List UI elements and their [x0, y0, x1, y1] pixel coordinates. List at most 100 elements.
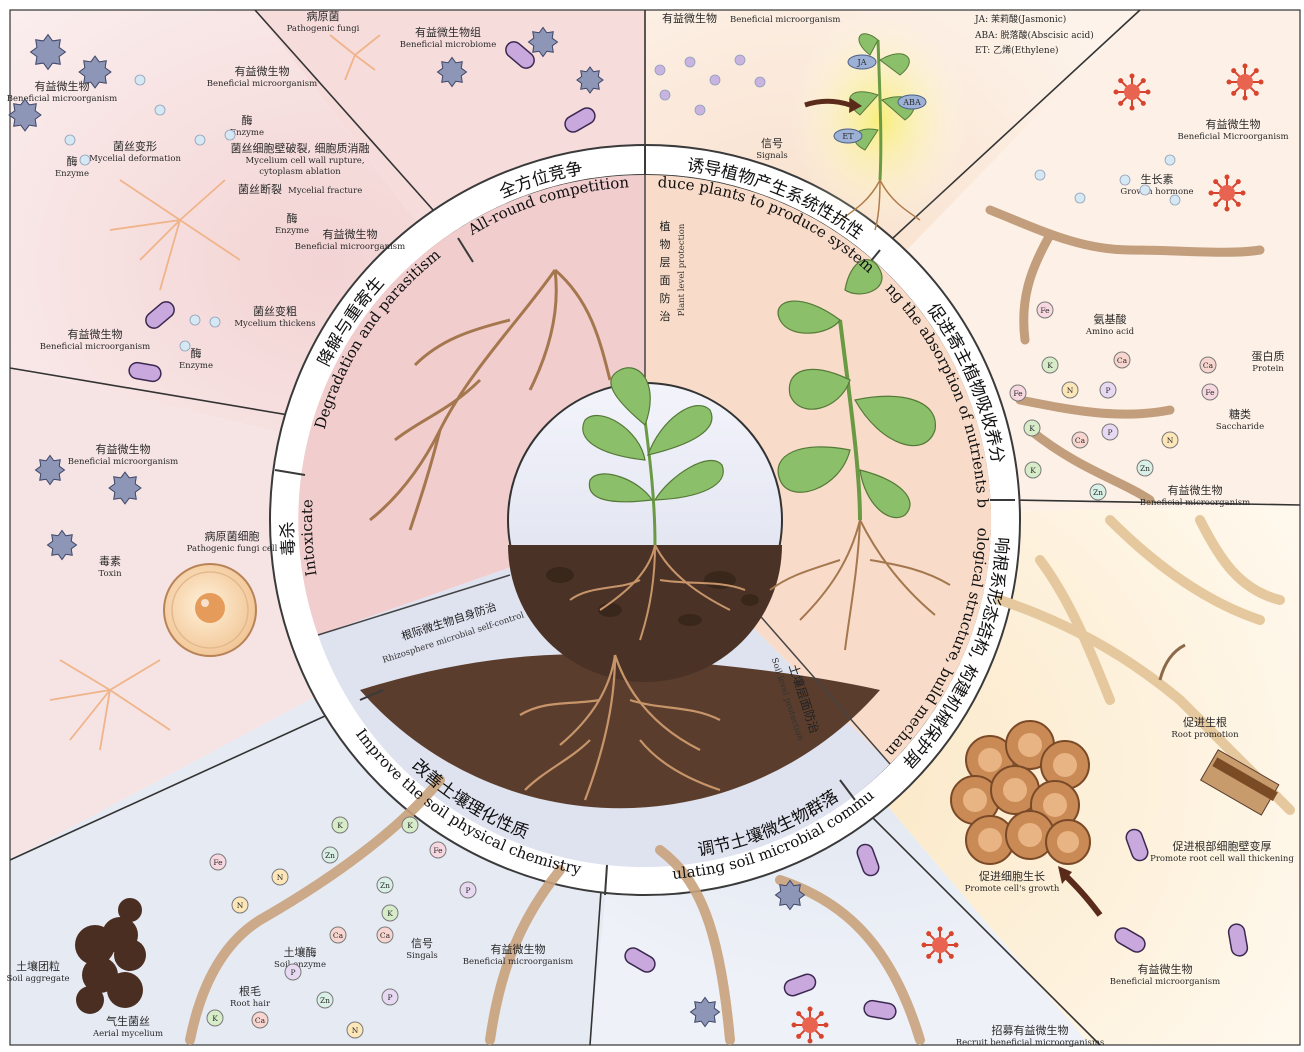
ion-fe: Fe — [1010, 385, 1026, 401]
svg-text:N: N — [352, 1026, 359, 1035]
label-enzyme-3-en: Enzyme — [275, 226, 309, 236]
svg-text:P: P — [1107, 428, 1112, 437]
particle-dot — [65, 135, 75, 145]
label-enzyme-4-en: Enzyme — [179, 361, 213, 371]
ion-zn: Zn — [1090, 484, 1106, 500]
svg-text:Fe: Fe — [1205, 388, 1215, 397]
ion-ca: Ca — [1200, 357, 1216, 373]
pathogen-microbe-icon — [776, 881, 805, 910]
label-enzyme-1-en: Enzyme — [55, 169, 89, 179]
central-ring — [270, 145, 1020, 895]
label-mycelium-thickens-cn: 菌丝变粗 — [253, 304, 297, 318]
label-bm-3-cn: 有益微生物 — [323, 227, 378, 241]
label-fracture-cn: 菌丝断裂 — [238, 182, 282, 196]
svg-text:Ca: Ca — [1075, 436, 1086, 445]
label-bm-nutrient-2-cn: 有益微生物 — [1168, 483, 1223, 497]
particle-dot — [1075, 193, 1085, 203]
plant-level-char: 层 — [660, 256, 671, 269]
label-rupture-en2: cytoplasm ablation — [259, 167, 341, 177]
svg-text:Zn: Zn — [380, 881, 390, 890]
label-enzyme-1-cn: 酶 — [67, 155, 78, 168]
label-bm-2-cn: 有益微生物 — [235, 64, 290, 78]
virus-icon — [1209, 175, 1246, 212]
particle-dot — [180, 341, 190, 351]
ion-k: K — [1042, 357, 1058, 373]
plant-level-char: 面 — [660, 274, 671, 287]
svg-text:ABA: ABA — [902, 98, 921, 107]
label-bm-3-en: Beneficial microorganism — [295, 242, 405, 252]
ion-zn: Zn — [322, 847, 338, 863]
svg-text:Zn: Zn — [1093, 488, 1103, 497]
label-bm-nutrient-cn: 有益微生物 — [1206, 117, 1261, 131]
hormone-badge-ja: JA — [848, 55, 876, 69]
label-toxin-cn: 毒素 — [99, 555, 121, 568]
ion-p: P — [1100, 382, 1116, 398]
particle-dot — [695, 105, 705, 115]
label-enzyme-4-cn: 酶 — [191, 347, 202, 360]
ion-n: N — [1062, 382, 1078, 398]
svg-text:Fe: Fe — [1040, 306, 1050, 315]
label-singals-en: Singals — [406, 951, 438, 961]
virus-icon — [1114, 74, 1151, 111]
label-soil-aggregate-cn: 土壤团粒 — [16, 959, 60, 973]
pathogen-microbe-icon — [577, 67, 603, 93]
particle-dot — [195, 135, 205, 145]
particle-dot — [190, 315, 200, 325]
ion-n: N — [347, 1022, 363, 1038]
svg-text:ET: ET — [842, 132, 854, 141]
legend-aba: ABA: 脱落酸(Abscisic acid) — [974, 29, 1094, 41]
particle-dot — [655, 65, 665, 75]
label-cell-wall-cn: 促进根部细胞壁变厚 — [1173, 839, 1272, 853]
label-pathogen-cell-cn: 病原菌细胞 — [205, 529, 260, 543]
ion-ca: Ca — [377, 927, 393, 943]
label-bm-4-en: Beneficial microorganism — [40, 342, 150, 352]
plant-level-char: 治 — [660, 309, 671, 323]
svg-text:Zn: Zn — [320, 996, 330, 1005]
particle-dot — [685, 57, 695, 67]
svg-text:Zn: Zn — [1140, 464, 1150, 473]
particle-dot — [1165, 155, 1175, 165]
label-enzyme-3-cn: 酶 — [287, 212, 298, 225]
svg-text:K: K — [212, 1014, 218, 1023]
particle-dot — [735, 55, 745, 65]
ion-k: K — [332, 817, 348, 833]
label-beneficial-microbiome-cn: 有益微生物组 — [415, 25, 481, 39]
label-bm-root-cn: 有益微生物 — [1138, 962, 1193, 976]
svg-text:Fe: Fe — [213, 858, 223, 867]
ion-k: K — [207, 1010, 223, 1026]
particle-dot — [80, 155, 90, 165]
ion-p: P — [1102, 424, 1118, 440]
ion-ca: Ca — [1072, 432, 1088, 448]
legend-ja: JA: 茉莉酸(Jasmonic) — [974, 13, 1066, 25]
svg-text:P: P — [465, 886, 470, 895]
label-pathogen-cell-en: Pathogenic fungi cell — [187, 544, 278, 554]
plant-level-char: 防 — [660, 291, 671, 305]
svg-text:P: P — [290, 968, 295, 977]
pathogen-microbe-icon — [691, 998, 720, 1027]
label-cell-growth-cn: 促进细胞生长 — [979, 869, 1045, 883]
label-rupture-en1: Mycelium cell wall rupture, — [245, 156, 364, 166]
label-pathogen-fungi-en: Pathogenic fungi — [287, 24, 360, 34]
pathogen-microbe-icon — [529, 28, 558, 57]
svg-text:Ca: Ca — [1203, 361, 1214, 370]
ion-n: N — [272, 869, 288, 885]
ion-ca: Ca — [1114, 352, 1130, 368]
label-soil-aggregate-en: Soil aggregate — [6, 974, 69, 984]
svg-text:Ca: Ca — [380, 931, 391, 940]
label-singals-cn: 信号 — [411, 937, 433, 950]
ion-fe: Fe — [430, 842, 446, 858]
label-mycelial-deformation-cn: 菌丝变形 — [113, 139, 157, 153]
particle-dot — [1120, 175, 1130, 185]
ion-n: N — [232, 897, 248, 913]
label-bm-root-en: Beneficial microorganism — [1110, 977, 1220, 987]
label-bm-resistance-cn: 有益微生物 — [662, 11, 717, 25]
label-rupture-cn: 菌丝细胞壁破裂, 细胞质消融 — [231, 141, 370, 155]
label-bm-2-en: Beneficial microorganism — [207, 79, 317, 89]
particle-dot — [1035, 170, 1045, 180]
label-recruit-en: Recruit beneficial microorganisms — [956, 1038, 1105, 1048]
label-growth-hormone-cn: 生长素 — [1141, 172, 1174, 186]
svg-text:K: K — [1029, 424, 1035, 433]
label-signals-en: Signals — [756, 151, 788, 161]
label-beneficial-microbiome-en: Beneficial microbiome — [400, 40, 497, 50]
ion-zn: Zn — [1137, 460, 1153, 476]
